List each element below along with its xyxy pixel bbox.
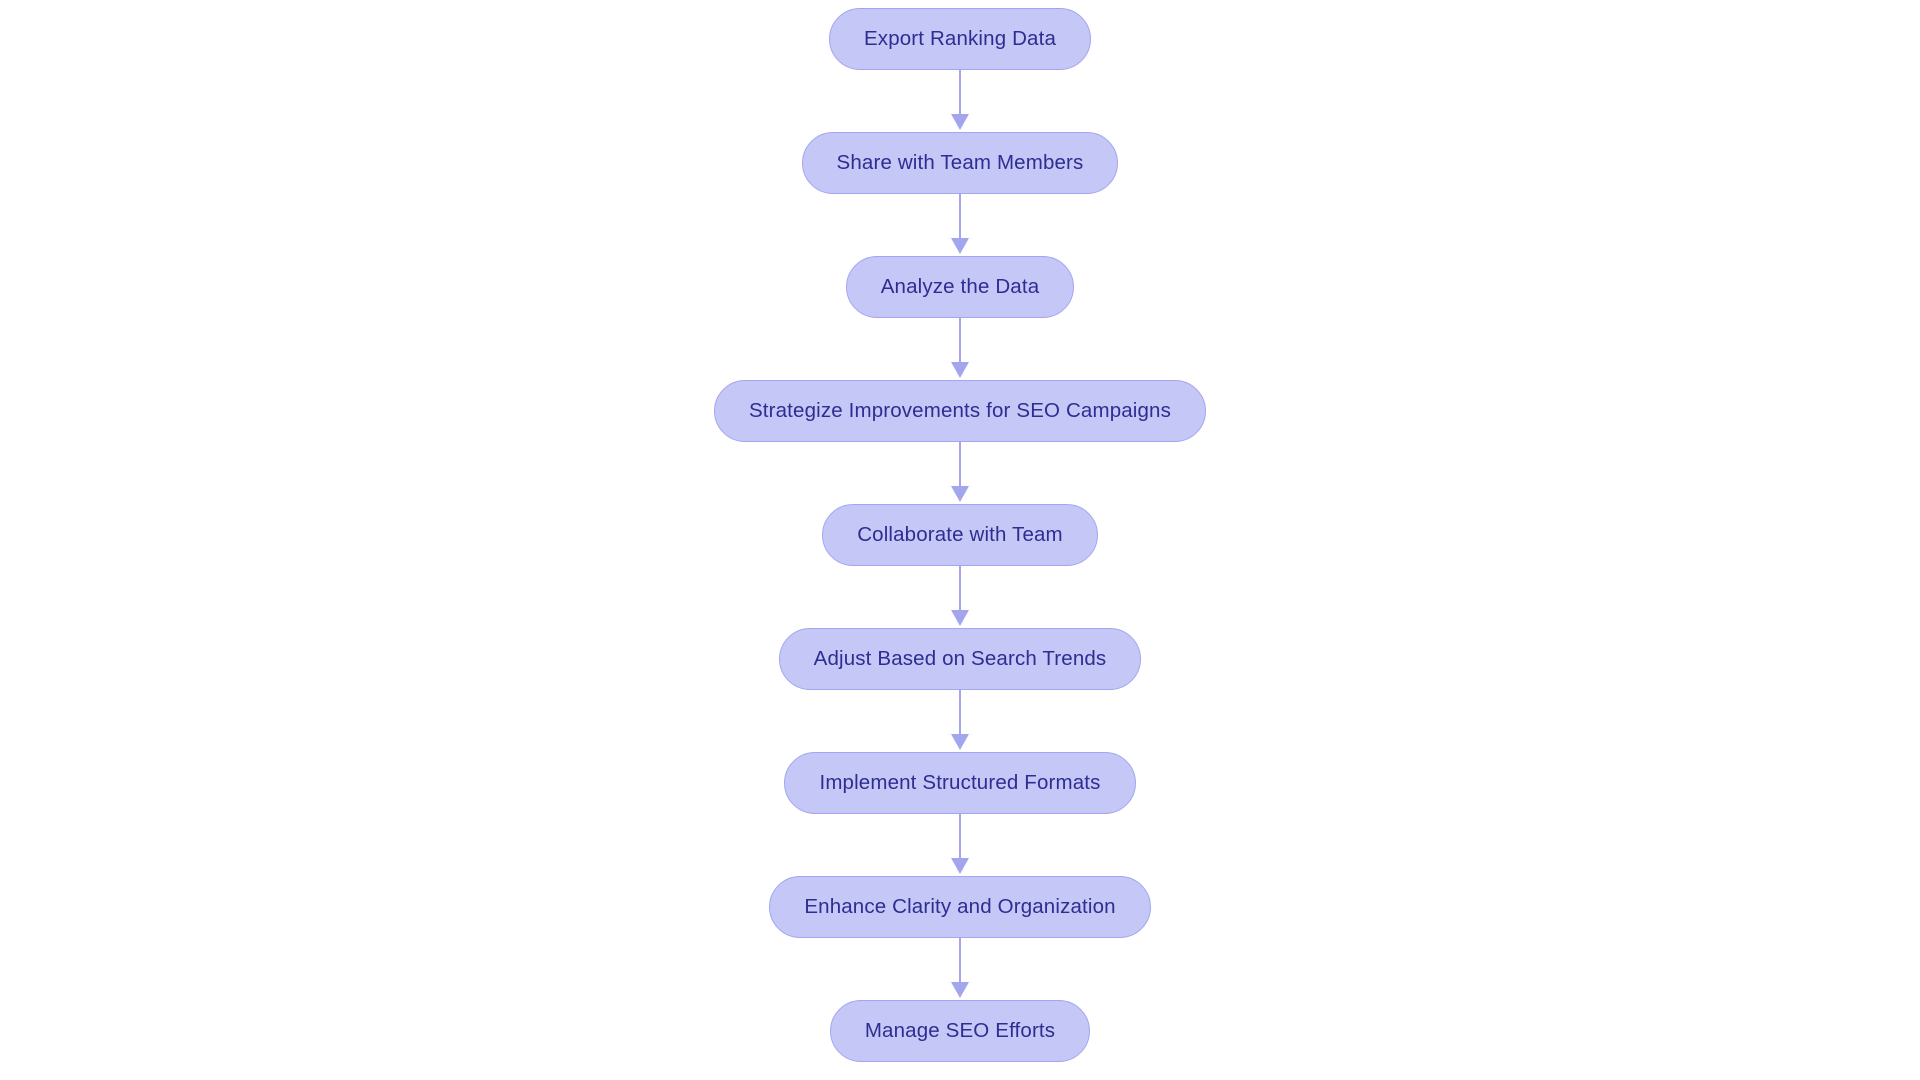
arrow-head-icon: [951, 362, 969, 378]
arrow-head-icon: [951, 238, 969, 254]
arrow-line: [959, 938, 961, 986]
flowchart-node-analyze-the-data[interactable]: Analyze the Data: [845, 256, 1075, 318]
flowchart-node-label: Share with Team Members: [836, 151, 1084, 174]
flowchart-arrow-7-to-8: [948, 814, 972, 876]
flowchart-node-enhance-clarity-and-organization[interactable]: Enhance Clarity and Organization: [769, 876, 1151, 938]
flowchart-node-label: Export Ranking Data: [863, 27, 1056, 50]
flowchart-node-share-with-team-members[interactable]: Share with Team Members: [801, 132, 1119, 194]
flowchart-node-collaborate-with-team[interactable]: Collaborate with Team: [822, 504, 1098, 566]
arrow-head-icon: [951, 486, 969, 502]
arrow-line: [959, 70, 961, 118]
arrow-line: [959, 318, 961, 366]
flowchart-node-label: Analyze the Data: [880, 275, 1040, 298]
arrow-line: [959, 814, 961, 862]
flowchart-arrow-3-to-4: [948, 318, 972, 380]
flowchart-node-label: Strategize Improvements for SEO Campaign…: [748, 399, 1171, 422]
arrow-head-icon: [951, 114, 969, 130]
arrow-line: [959, 566, 961, 614]
flowchart-arrow-5-to-6: [948, 566, 972, 628]
flowchart-node-label: Enhance Clarity and Organization: [804, 895, 1116, 918]
arrow-head-icon: [951, 610, 969, 626]
flowchart-arrow-6-to-7: [948, 690, 972, 752]
arrow-line: [959, 194, 961, 242]
arrow-head-icon: [951, 982, 969, 998]
flowchart-node-export-ranking-data[interactable]: Export Ranking Data: [828, 8, 1091, 70]
flowchart-arrow-8-to-9: [948, 938, 972, 1000]
flowchart-node-label: Adjust Based on Search Trends: [813, 647, 1107, 670]
flowchart-node-strategize-improvements-for-seo-campaigns[interactable]: Strategize Improvements for SEO Campaign…: [713, 380, 1206, 442]
arrow-line: [959, 442, 961, 490]
flowchart-node-label: Manage SEO Efforts: [864, 1019, 1056, 1042]
flowchart-node-label: Collaborate with Team: [857, 523, 1063, 546]
flowchart-node-label: Implement Structured Formats: [819, 771, 1101, 794]
arrow-head-icon: [951, 858, 969, 874]
flowchart-arrow-1-to-2: [948, 70, 972, 132]
flowchart-node-implement-structured-formats[interactable]: Implement Structured Formats: [784, 752, 1136, 814]
arrow-head-icon: [951, 734, 969, 750]
flowchart-node-adjust-based-on-search-trends[interactable]: Adjust Based on Search Trends: [778, 628, 1142, 690]
flowchart-node-manage-seo-efforts[interactable]: Manage SEO Efforts: [829, 1000, 1091, 1062]
flowchart-arrow-4-to-5: [948, 442, 972, 504]
flowchart-arrow-2-to-3: [948, 194, 972, 256]
arrow-line: [959, 690, 961, 738]
